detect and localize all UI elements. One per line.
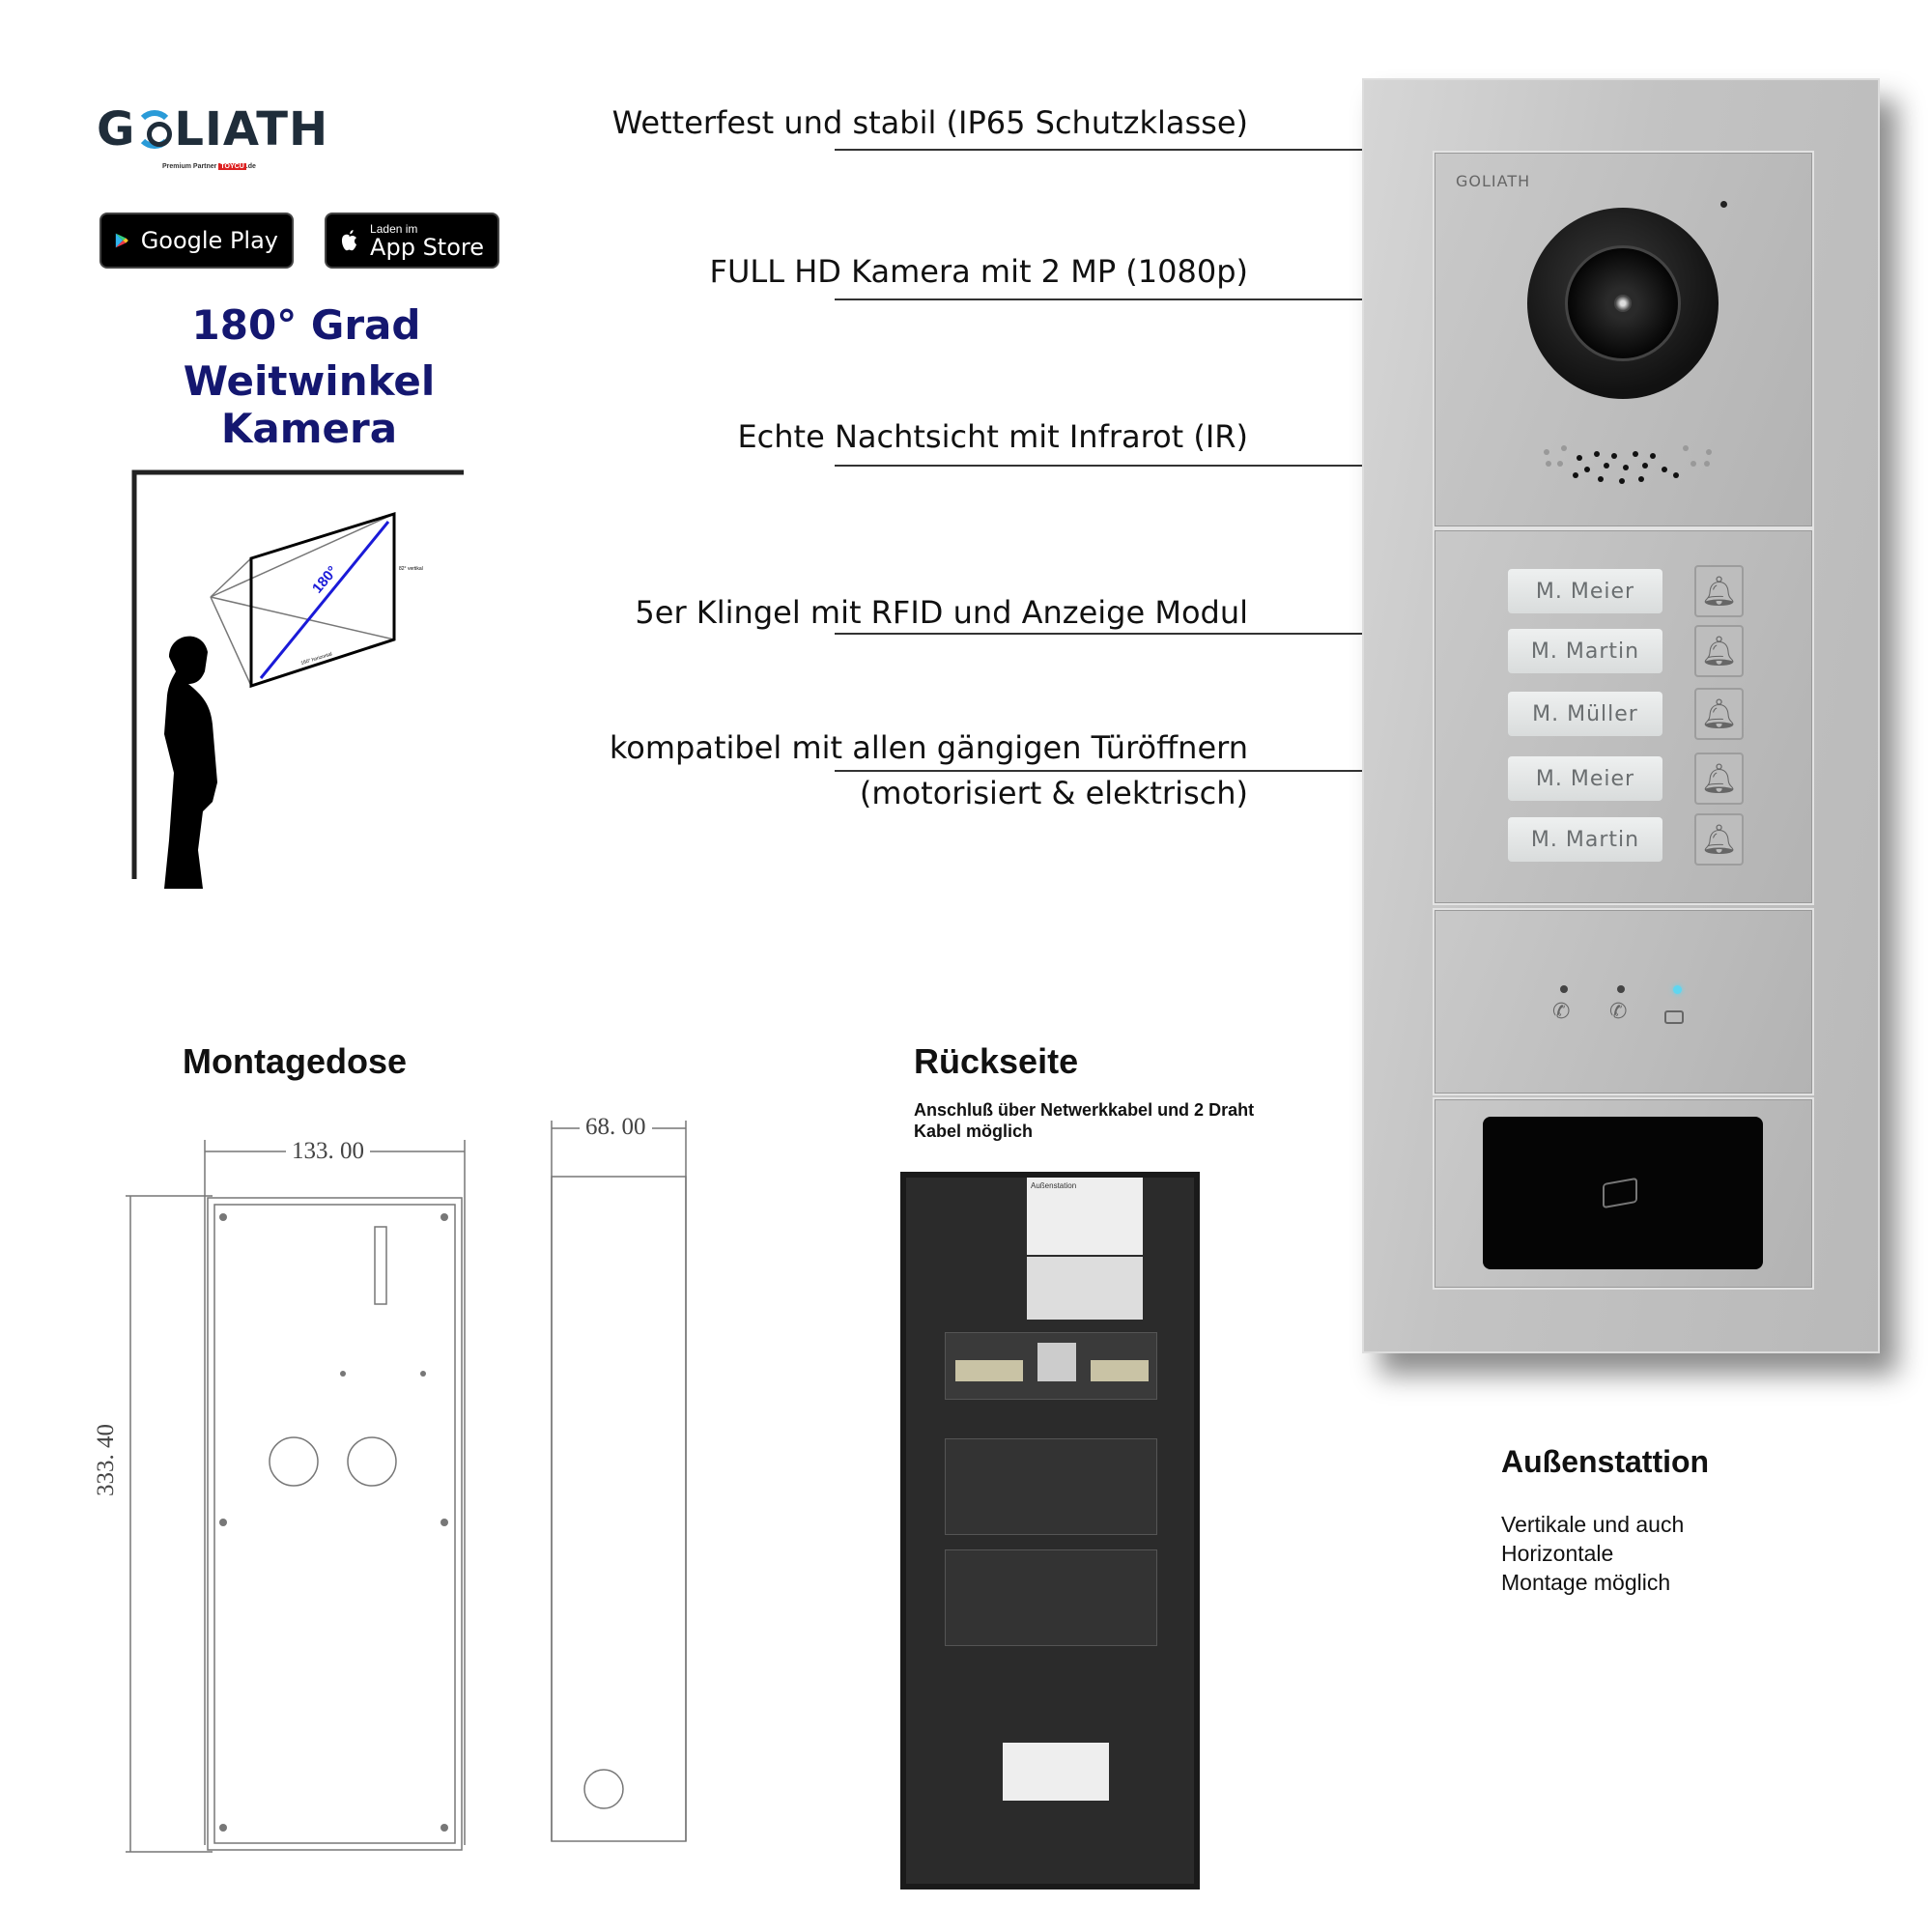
callout-line (835, 633, 1362, 635)
app-store-small-label: Laden im (370, 221, 418, 236)
apple-icon (341, 230, 357, 251)
camera-lens (1527, 208, 1719, 399)
dimension-width: 133. 00 (286, 1138, 370, 1165)
angle-label: 180° (309, 563, 341, 597)
product-label-bottom (1003, 1743, 1109, 1801)
bell-button[interactable]: 🔔︎ (1694, 625, 1744, 677)
phone-talk-icon: ✆ (1609, 999, 1628, 1023)
name-label: M. Martin (1508, 629, 1662, 673)
bell-button[interactable]: 🔔︎ (1694, 688, 1744, 740)
rueckseite-subtitle-line2: Kabel möglich (914, 1122, 1034, 1141)
product-label-text: Außenstation (1031, 1181, 1077, 1190)
vertical-label: 82° vertikal (399, 566, 423, 572)
led-talk (1617, 985, 1625, 993)
rfid-reader[interactable] (1483, 1117, 1763, 1269)
status-led-module: ✆ ✆ (1433, 908, 1814, 1095)
dimension-height: 333. 40 (93, 1418, 120, 1502)
google-play-label: Google Play (140, 227, 278, 254)
microphone-hole (1720, 201, 1727, 208)
rueckseite-subtitle-line1: Anschluß über Netwerkkabel und 2 Draht (914, 1100, 1255, 1120)
feature-camera: FULL HD Kamera mit 2 MP (1080p) (709, 253, 1248, 290)
partner-badge: Premium Partner TOYCU.de (162, 162, 256, 171)
feature-bell-rfid: 5er Klingel mit RFID und Anzeige Modul (635, 594, 1248, 631)
led-unlock (1673, 985, 1682, 994)
device-brand: GOLIATH (1456, 172, 1531, 190)
bell-icon: 🔔︎ (1700, 697, 1738, 730)
bell-icon: 🔔︎ (1700, 635, 1738, 668)
google-play-button[interactable]: Google Play (99, 213, 294, 269)
viewing-angle-diagram: 180° 82° vertikal 160° horizontal (131, 469, 464, 889)
rfid-card-icon (1603, 1177, 1637, 1209)
callout-line (835, 149, 1362, 151)
montagedose-title: Montagedose (183, 1041, 408, 1081)
name-label: M. Meier (1508, 756, 1662, 801)
rueckseite-subtitle: Anschluß über Netwerkkabel und 2 Draht K… (914, 1099, 1254, 1142)
feature-door-opener-detail: (motorisiert & elektrisch) (859, 775, 1248, 811)
bell-button[interactable]: 🔔︎ (1694, 565, 1744, 617)
name-label: M. Müller (1508, 692, 1662, 736)
app-store-label: App Store (370, 233, 484, 261)
ethernet-port (1037, 1343, 1076, 1381)
callout-line (835, 770, 1362, 772)
led-call (1560, 985, 1568, 993)
feature-weatherproof: Wetterfest und stabil (IP65 Schutzklasse… (611, 104, 1248, 141)
phone-call-icon: ✆ (1552, 999, 1571, 1023)
unlock-icon (1664, 1010, 1684, 1024)
partner-suffix: .de (245, 163, 256, 170)
name-label: M. Martin (1508, 817, 1662, 862)
camera-module: GOLIATH (1433, 151, 1814, 528)
callout-line (835, 465, 1362, 467)
dimension-depth: 68. 00 (580, 1114, 652, 1141)
back-side-photo: Außenstation (900, 1172, 1200, 1889)
feature-door-opener: kompatibel mit allen gängigen Türöffnern (609, 729, 1248, 766)
name-label: M. Meier (1508, 569, 1662, 613)
bell-icon: 🔔︎ (1700, 575, 1738, 608)
terminal-label (1027, 1257, 1143, 1320)
google-play-icon (115, 233, 128, 248)
name-button-module: M. Meier 🔔︎ M. Martin 🔔︎ M. Müller 🔔︎ M.… (1433, 528, 1814, 905)
partner-text: Premium Partner (162, 163, 217, 170)
aussenstation-line3: Montage möglich (1501, 1570, 1671, 1595)
camera-heading-line1: 180° Grad (191, 301, 421, 349)
module-connector (945, 1549, 1157, 1646)
camera-heading-line2: Weitwinkel Kamera (183, 357, 436, 452)
person-silhouette (164, 636, 217, 889)
bell-button[interactable]: 🔔︎ (1694, 753, 1744, 805)
aussenstation-line1: Vertikale und auch (1501, 1512, 1685, 1537)
speaker-grille (1544, 445, 1712, 484)
product-label: Außenstation (1027, 1178, 1143, 1255)
bell-icon: 🔔︎ (1700, 823, 1738, 856)
partner-brand: TOYCU (218, 163, 246, 170)
callout-line (835, 298, 1362, 300)
bell-button[interactable]: 🔔︎ (1694, 813, 1744, 866)
view-frame (249, 511, 396, 689)
terminal-right (1091, 1360, 1149, 1381)
terminal-left (955, 1360, 1023, 1381)
rfid-module (1433, 1097, 1814, 1290)
wall-corner (131, 469, 464, 879)
rueckseite-title: Rückseite (914, 1041, 1079, 1081)
connector-block (945, 1332, 1157, 1400)
feature-night-vision: Echte Nachtsicht mit Infrarot (IR) (737, 418, 1248, 455)
bell-icon: 🔔︎ (1700, 762, 1738, 795)
module-connector (945, 1438, 1157, 1535)
door-station-panel: GOLIATH M. Meier 🔔︎ M. Martin 🔔︎ M. Müll… (1362, 78, 1880, 1353)
aussenstation-line2: Horizontale (1501, 1541, 1614, 1566)
mounting-box-drawing (126, 1121, 687, 1853)
angle-arrow (259, 521, 390, 679)
aussenstation-title: Außenstattion (1501, 1444, 1710, 1479)
aussenstation-description: Vertikale und auch Horizontale Montage m… (1501, 1510, 1684, 1597)
